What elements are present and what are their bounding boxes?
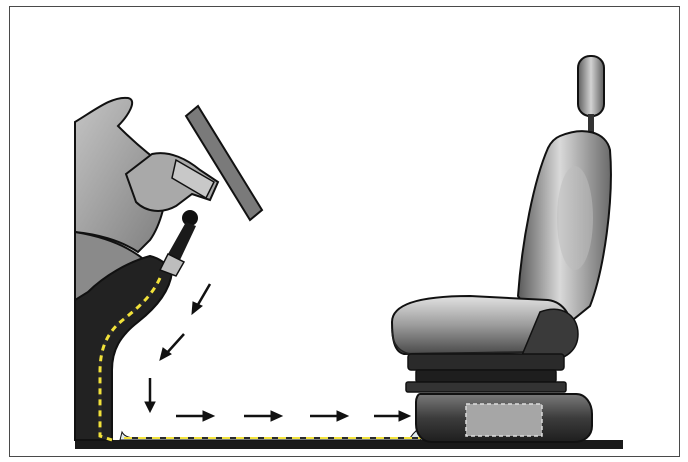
steering-wheel-icon [186,106,262,220]
floor-mat-icon [120,426,462,440]
airflow-arrow-icon [310,411,348,421]
seat-icon [392,56,611,442]
dashboard-icon [75,98,172,440]
headrest-icon [578,56,604,134]
airflow-arrow-icon [192,284,210,314]
airflow-arrows [145,284,410,421]
seat-heater-element [466,404,542,436]
airflow-arrow-icon [374,411,410,421]
airflow-arrow-icon [160,334,184,360]
airflow-arrow-icon [176,411,214,421]
airflow-arrow-icon [244,411,282,421]
pedal-housing-icon [160,210,198,276]
airflow-arrow-icon [145,378,155,412]
